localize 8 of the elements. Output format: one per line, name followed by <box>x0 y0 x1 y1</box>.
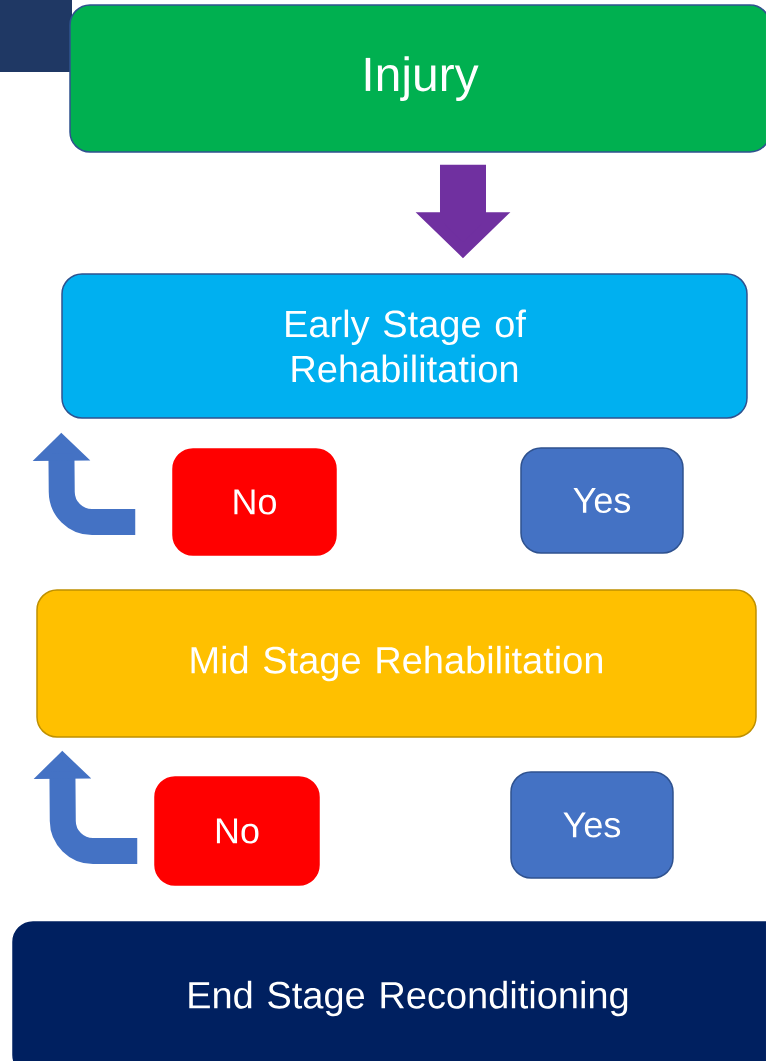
no-box: No <box>172 448 337 556</box>
yes-box: Yes <box>510 771 674 879</box>
yes-box: Yes <box>520 447 684 554</box>
no-box: No <box>154 776 320 886</box>
stage-box: End Stage Reconditioning <box>12 921 766 1061</box>
stage-box: Mid Stage Rehabilitation <box>36 589 757 738</box>
stage-box: Injury <box>69 4 766 153</box>
stage-box: Early Stage of Rehabilitation <box>61 273 748 419</box>
